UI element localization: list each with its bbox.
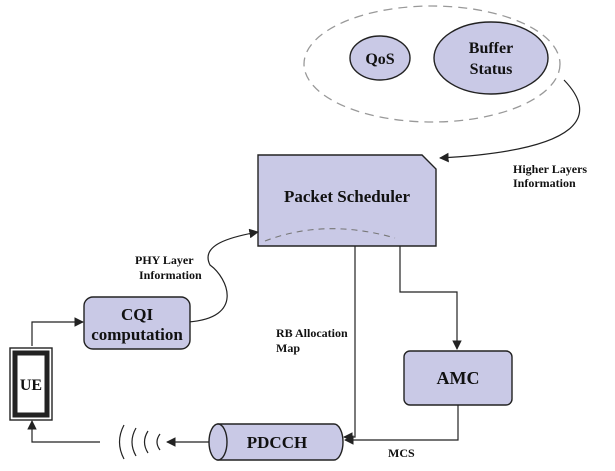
rb-allocation-label-line1: RB Allocation — [276, 326, 348, 340]
mcs-arrow — [344, 405, 459, 445]
cqi-label-line1: CQI — [121, 305, 154, 324]
radio-waves-icon — [118, 424, 161, 460]
ue-node: UE — [9, 347, 53, 421]
buffer-status-label-line1: Buffer — [469, 40, 513, 57]
phy-layer-arrow — [187, 228, 259, 323]
buffer-status-node: Buffer Status — [433, 21, 549, 95]
packet-scheduler-label: Packet Scheduler — [284, 187, 411, 206]
scheduler-dashed-arc — [264, 228, 396, 242]
higher-layers-region — [303, 5, 561, 123]
packet-scheduler-node: Packet Scheduler — [257, 154, 437, 247]
qos-label: QoS — [365, 51, 394, 68]
higher-layers-arrow — [439, 79, 581, 163]
rb-allocation-arrow — [343, 246, 356, 442]
phy-layer-label-line2: Information — [139, 268, 202, 282]
mcs-label: MCS — [388, 446, 415, 460]
antenna-to-ue-arrow — [27, 420, 100, 443]
higher-layers-label-line1: Higher Layers — [513, 162, 587, 176]
amc-node: AMC — [403, 350, 513, 406]
phy-layer-label-line1: PHY Layer — [135, 253, 194, 267]
cqi-computation-node: CQI computation — [83, 296, 191, 350]
buffer-status-label-line2: Status — [470, 61, 513, 78]
ue-label: UE — [20, 377, 42, 394]
cqi-label-line2: computation — [91, 325, 183, 344]
higher-layers-label-line2: Information — [513, 176, 576, 190]
qos-node: QoS — [349, 35, 411, 81]
rb-allocation-label-line2: Map — [276, 341, 300, 355]
pdcch-node: PDCCH — [208, 423, 344, 461]
ue-to-cqi-arrow — [31, 317, 84, 346]
amc-label: AMC — [437, 368, 480, 388]
scheduler-to-amc-arrow — [399, 246, 462, 350]
pdcch-label: PDCCH — [247, 433, 307, 452]
